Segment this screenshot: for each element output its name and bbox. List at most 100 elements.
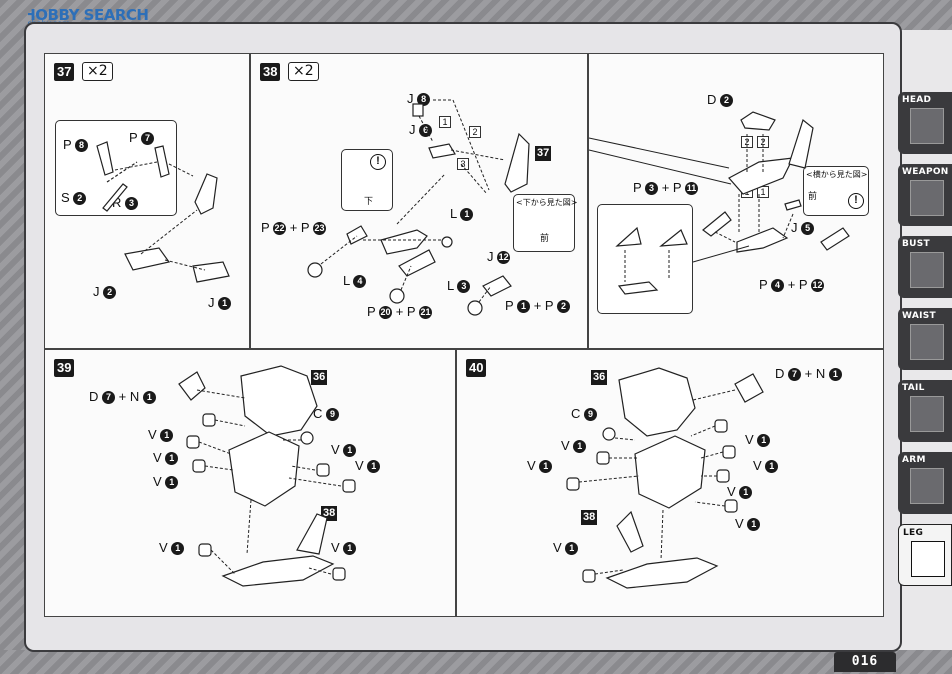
part-j5 [784,199,802,211]
part-label-v1-c: V 1 [745,432,771,447]
tab-label: BUST [902,239,930,249]
part-rail [380,229,428,255]
step-40-panel: 40 D 7 + N 1 C 9 V 1 V 1 V 1 V 1 V 1 V 1… [456,349,884,617]
tab-bust[interactable]: BUST [898,236,952,298]
part-d7-n1 [178,371,206,401]
leg-icon [911,541,945,577]
sub-assembly-box [597,204,693,314]
part-v1-c [714,419,728,433]
part-label-r3: R 3 [112,195,139,210]
part-j8 [412,103,424,117]
part-label-l3: L 3 [447,278,471,293]
arm-icon [910,468,944,504]
caution-icon: ! [848,193,864,209]
tab-head[interactable]: HEAD [898,92,952,154]
caution-icon: ! [370,154,386,170]
part-ball-3 [467,300,483,316]
left-band [0,0,28,674]
ref-step-37-tag: 37 [535,146,552,161]
step-number: 37 [54,63,75,81]
part-38-foot [605,557,719,589]
part-label-v1-a: V 1 [561,438,587,453]
part-d7-n1 [734,373,764,403]
part-v1-a [596,451,610,465]
part-ball-1 [307,262,323,278]
part-label-v1-g: V 1 [553,540,579,555]
part-label-j8: J 8 [407,91,431,106]
part-label-v1-e: V 1 [355,458,381,473]
part-waist [634,435,706,509]
step-37-panel: 37 ×2 P 8 P 7 S 2 R 3 J 2 J 1 [44,53,250,349]
ref-step-36-tag: 36 [311,370,328,385]
part-label-p8: P 8 [63,137,89,152]
part-ball-2 [389,288,405,304]
part-c16 [617,281,659,295]
section-tabs: HEAD WEAPON BUST WAIST TAIL ARM LEG [898,60,952,600]
part-label-v1-g: V 1 [331,540,357,555]
part-p7 [154,145,170,178]
part-label-p7: P 7 [129,130,155,145]
part-label-j1: J 1 [208,295,232,310]
step-38-continued-parts-drawing [588,111,850,295]
part-label-j12: J 12 [487,249,511,264]
part-36-body [240,365,318,437]
part-label-p4-p12: P 4 + P 12 [759,277,824,292]
part-d3 [659,229,688,247]
part-v1-b [186,435,200,449]
ref-step-36-tag: 36 [591,370,608,385]
step-39-parts-drawing [178,365,356,587]
part-j6 [428,143,456,159]
part-label-p20-p21: P 20 + P 21 [367,304,432,319]
part-v1-f [198,543,212,557]
waist-icon [910,324,944,360]
part-waist [228,431,300,507]
part-label-j5: J 5 [791,220,815,235]
part-label-v1-b: V 1 [153,450,179,465]
step-38-panel: 38 ×2 J 8 J 6 L 1 L 4 L 3 J 12 P 22 + P … [250,53,588,349]
part-d4 [615,226,642,247]
sequence-box-1: 1 [439,116,451,128]
ref-step-38-tag: 38 [581,510,598,525]
part-label-s2: S 2 [61,190,87,205]
head-icon [910,108,944,144]
step-37-parts-drawing [96,141,230,283]
callout-bottom-view: <下から見た図> 前 [513,194,578,252]
step-40-parts-drawing [566,367,764,589]
part-joint [441,236,453,248]
part-j1 [192,261,230,283]
tab-leg[interactable]: LEG [898,524,952,586]
tab-arm[interactable]: ARM [898,452,952,514]
part-label-p3-p11: P 3 + P 11 [633,180,698,195]
tab-weapon[interactable]: WEAPON [898,164,952,226]
tab-label: WEAPON [902,167,949,177]
part-v1-d [722,445,736,459]
part-36-body [618,367,696,437]
part-label-v1-f: V 1 [735,516,761,531]
part-p3-p11 [702,211,732,237]
part-p8 [96,141,114,176]
part-v1-d [316,463,330,477]
part-label-c9: C 9 [313,406,340,421]
part-l4 [398,249,436,277]
part-label-d7-n1: D 7 + N 1 [775,366,842,381]
part-v1-c [192,459,206,473]
tab-waist[interactable]: WAIST [898,308,952,370]
bust-icon [910,252,944,288]
part-p22-p23 [346,225,368,245]
part-j-upper [194,173,218,215]
part-v1-e [716,469,730,483]
part-p1-p2 [482,275,512,297]
step-39-panel: 39 D 7 + N 1 C 9 V 1 V 1 V 1 V 1 V 1 V 1… [44,349,456,617]
part-label-l4: L 4 [343,273,367,288]
part-label-v1-d: V 1 [753,458,779,473]
sequence-box-3: 3 [457,158,469,170]
part-s2-r3 [102,183,128,212]
callout-side-view-front: 前 [808,192,818,202]
step-number: 40 [466,359,487,377]
bottom-band [0,650,952,674]
tab-label: WAIST [902,311,936,321]
tab-tail[interactable]: TAIL [898,380,952,442]
callout-bottom-view-title: <下から見た図> [516,198,578,207]
part-label-j2: J 2 [93,284,117,299]
part-label-d2: D 2 [707,92,734,107]
